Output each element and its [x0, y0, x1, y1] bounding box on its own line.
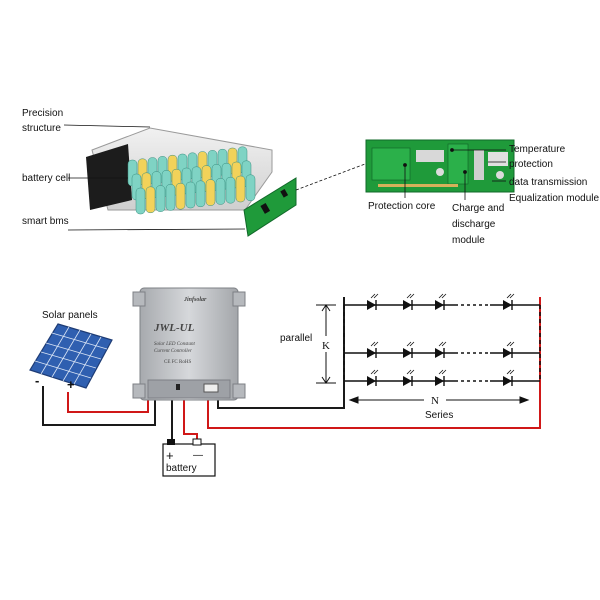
label-protection-core: Protection core: [368, 201, 436, 212]
solar-panel: [29, 323, 113, 389]
led-diode: [503, 300, 512, 310]
battery-cell: [235, 175, 246, 203]
led-diode: [367, 348, 376, 358]
led-light-arrows: [406, 293, 415, 299]
label-equalization-module: Equalization module: [509, 193, 599, 204]
label-parallel: parallel: [280, 333, 312, 344]
battery: [162, 438, 216, 477]
led-light-arrows: [506, 293, 515, 299]
label-n: N: [431, 395, 439, 407]
label-temperature-2: protection: [509, 159, 553, 170]
led-light-arrows: [370, 369, 379, 375]
led-light-arrows: [438, 293, 447, 299]
label-panel-minus: -: [35, 373, 39, 388]
battery-cell: [245, 174, 256, 202]
label-panel-plus: +: [67, 377, 75, 392]
led-diode: [403, 376, 412, 386]
pcb-leader-lines: [403, 148, 506, 200]
battery-cell: [215, 178, 226, 205]
controller-brand: Jinfsolar: [183, 297, 207, 303]
battery-cell: [185, 181, 196, 209]
wiring: [42, 297, 541, 444]
controller-model: JWL-UL: [153, 322, 195, 334]
battery-cell: [195, 180, 206, 208]
led-light-arrows: [506, 369, 515, 375]
label-battery-plus: +: [166, 448, 174, 463]
parallel-dimension: [316, 304, 336, 384]
label-smart-bms: smart bms: [22, 216, 69, 227]
led-diode: [435, 376, 444, 386]
pack-end-cap: [86, 144, 132, 210]
label-battery-minus: —: [193, 450, 203, 461]
led-light-arrows: [438, 341, 447, 347]
label-solar-panels: Solar panels: [42, 310, 98, 321]
led-light-arrows: [370, 341, 379, 347]
led-array: [343, 293, 541, 386]
led-diode: [403, 348, 412, 358]
label-battery: battery: [166, 463, 197, 474]
series-dimension: [348, 396, 530, 404]
battery-cell: [155, 185, 166, 212]
led-diode: [403, 300, 412, 310]
led-diode: [503, 376, 512, 386]
label-k: K: [322, 340, 330, 352]
battery-cell: [135, 187, 146, 215]
battery-pack-illustration: [86, 127, 297, 237]
controller-desc-1: Solar LED Constant: [154, 342, 195, 347]
led-light-arrows: [370, 293, 379, 299]
led-diode: [435, 300, 444, 310]
led-light-arrows: [406, 369, 415, 375]
label-temperature-1: Temperature: [509, 144, 566, 155]
label-precision-2: structure: [22, 123, 61, 134]
battery-cell: [175, 182, 186, 210]
led-diode: [503, 348, 512, 358]
battery-cell: [205, 179, 216, 206]
label-charge-1: Charge and: [452, 203, 504, 214]
controller-cert: CE FC RoHS: [164, 360, 191, 365]
label-battery-cell: battery cell: [22, 173, 70, 184]
label-charge-2: discharge: [452, 219, 496, 230]
label-data-transmission: data transmission: [509, 177, 587, 188]
led-light-arrows: [406, 341, 415, 347]
label-series: Series: [425, 410, 453, 421]
battery-cell: [225, 176, 236, 204]
battery-cell: [145, 186, 156, 214]
led-diode: [367, 300, 376, 310]
solar-controller: [132, 287, 246, 401]
label-precision-1: Precision: [22, 108, 63, 119]
label-charge-3: module: [452, 235, 485, 246]
led-diode: [435, 348, 444, 358]
bms-pcb-board: [365, 139, 515, 193]
controller-desc-2: Current Controller: [154, 349, 192, 354]
battery-cells: [127, 146, 256, 215]
led-light-arrows: [438, 369, 447, 375]
led-light-arrows: [506, 341, 515, 347]
battery-cell: [165, 184, 176, 211]
led-diode: [367, 376, 376, 386]
pack-leader-lines: [63, 124, 366, 231]
